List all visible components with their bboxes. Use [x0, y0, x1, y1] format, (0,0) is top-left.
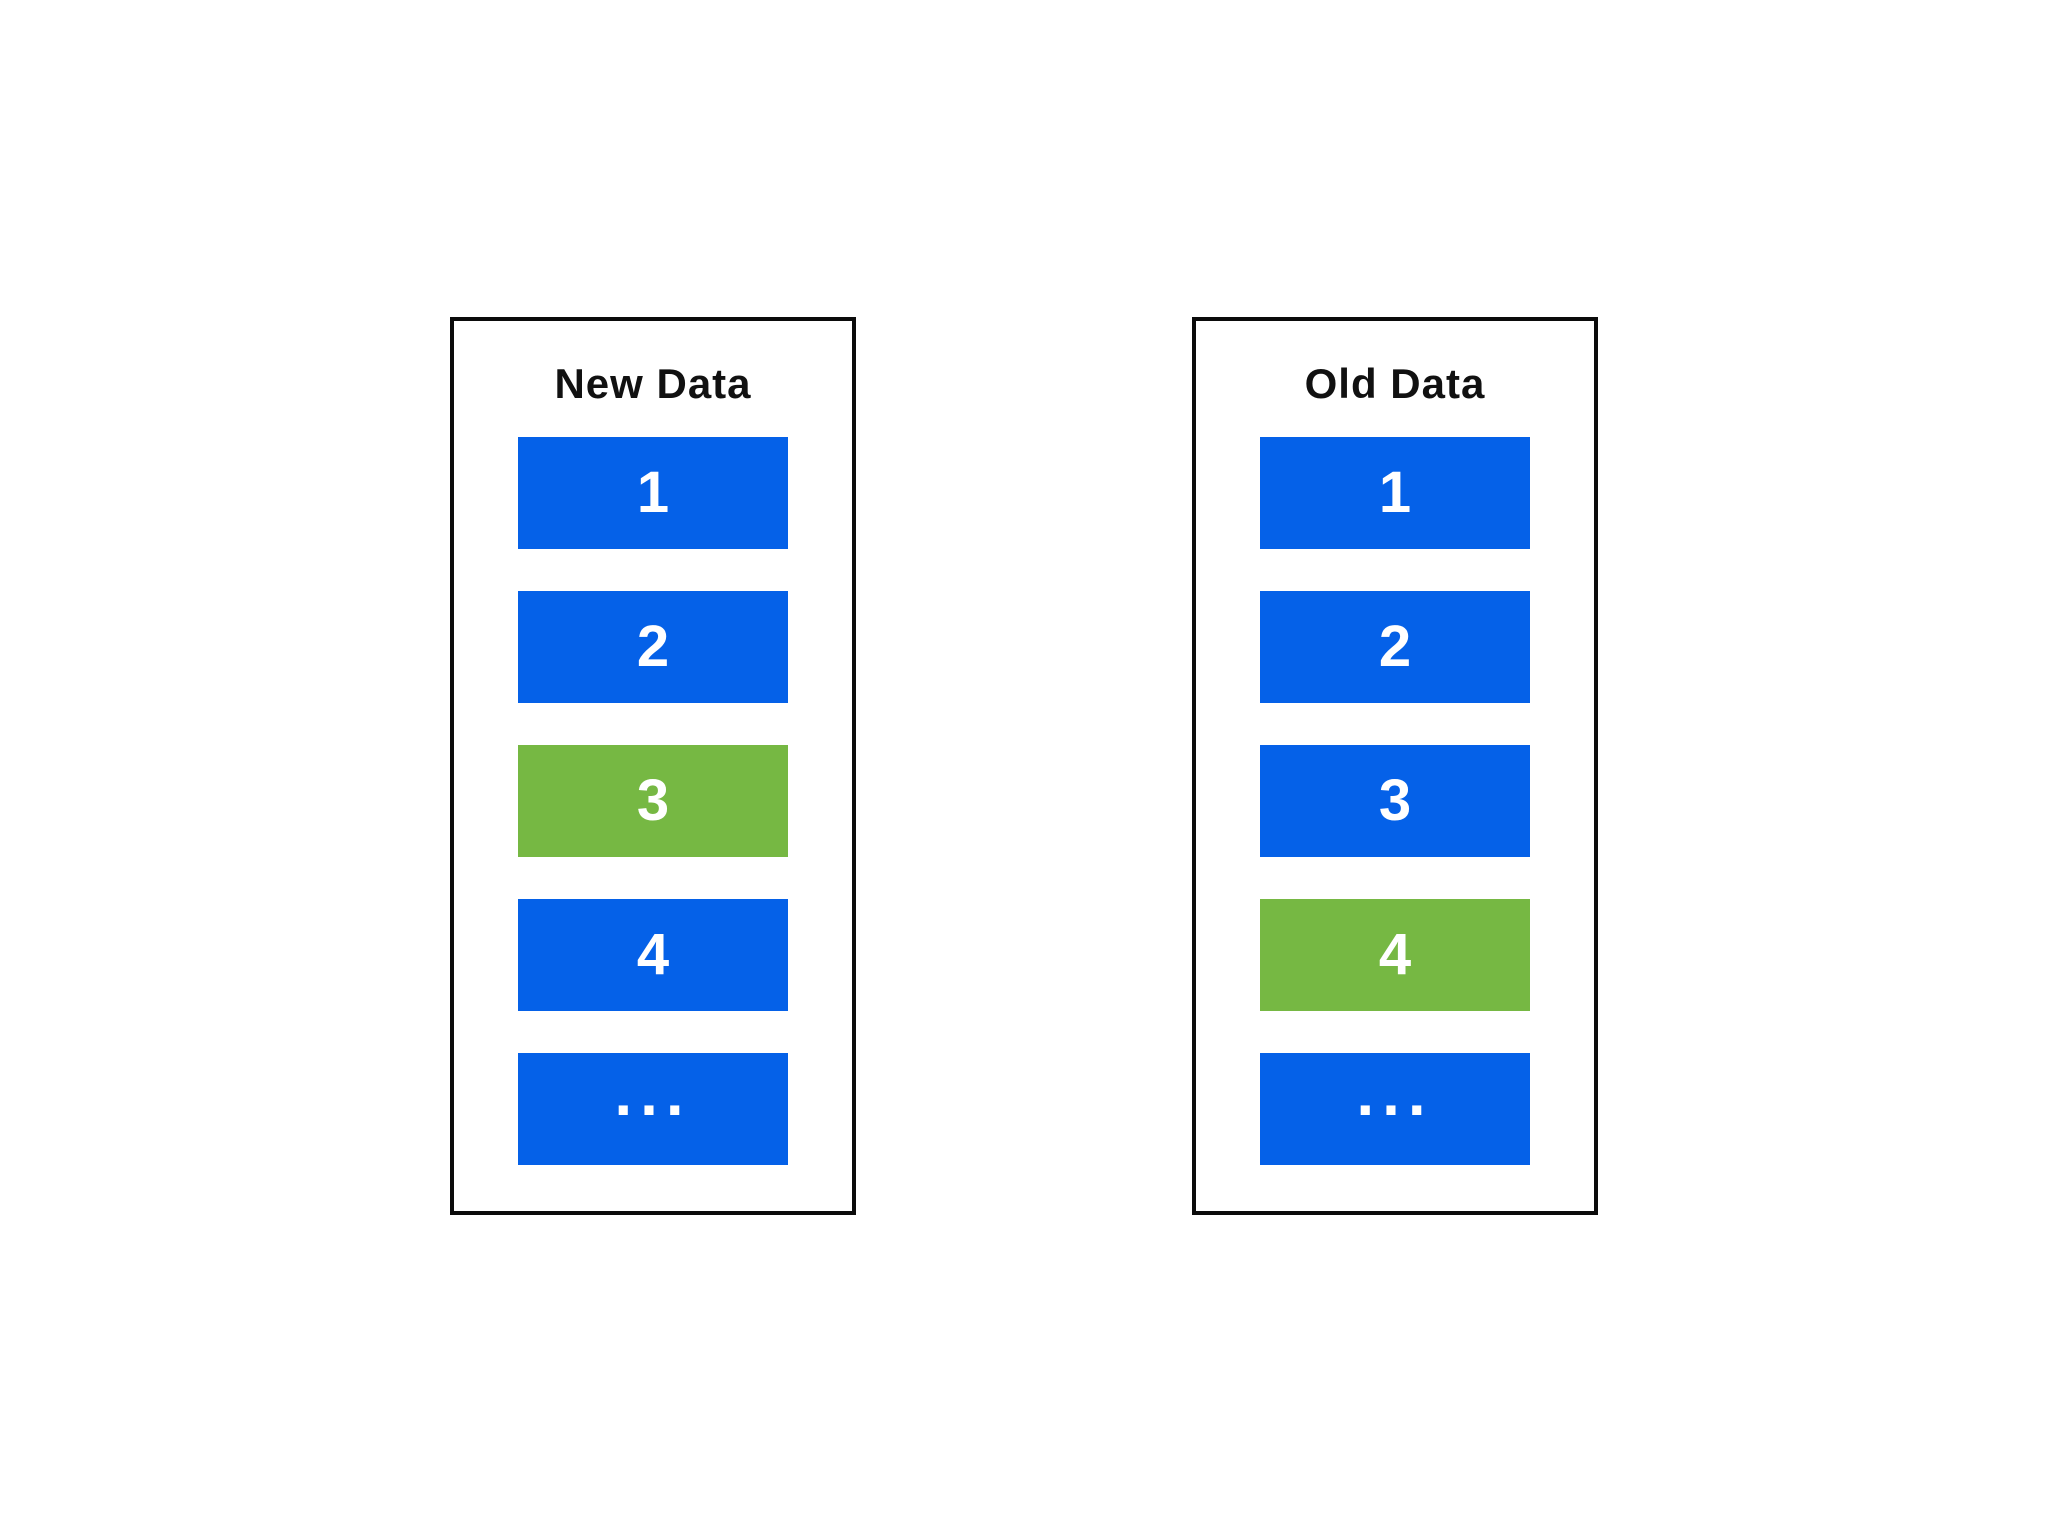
- data-block-dotdotdot: ...: [1260, 1053, 1530, 1165]
- data-block-2: 2: [518, 591, 788, 703]
- new-data-block-list: 1 2 3 4...: [518, 437, 788, 1165]
- new-data-title: New Data: [554, 360, 752, 407]
- data-block-dotdotdot: ...: [518, 1053, 788, 1165]
- data-block-label: ...: [1356, 1057, 1434, 1129]
- data-block-4: 4: [1260, 899, 1530, 1011]
- data-block-4: 4: [518, 899, 788, 1011]
- data-block-label: 2: [1378, 614, 1412, 679]
- old-data-panel: Old Data 1 2 3 4...: [1192, 317, 1598, 1215]
- data-block-1: 1: [518, 437, 788, 549]
- data-block-3: 3: [1260, 745, 1530, 857]
- new-data-panel: New Data 1 2 3 4...: [450, 317, 856, 1215]
- data-block-label: 2: [636, 614, 670, 679]
- data-block-label: 1: [1378, 460, 1412, 525]
- data-block-2: 2: [1260, 591, 1530, 703]
- old-data-block-list: 1 2 3 4...: [1260, 437, 1530, 1165]
- data-block-label: 1: [636, 460, 670, 525]
- data-block-label: 3: [1378, 768, 1412, 833]
- data-block-label: 3: [636, 768, 670, 833]
- data-block-label: 4: [636, 922, 670, 987]
- old-data-title: Old Data: [1304, 360, 1486, 407]
- data-block-3: 3: [518, 745, 788, 857]
- data-block-label: ...: [614, 1057, 692, 1129]
- data-block-label: 4: [1378, 922, 1412, 987]
- data-block-1: 1: [1260, 437, 1530, 549]
